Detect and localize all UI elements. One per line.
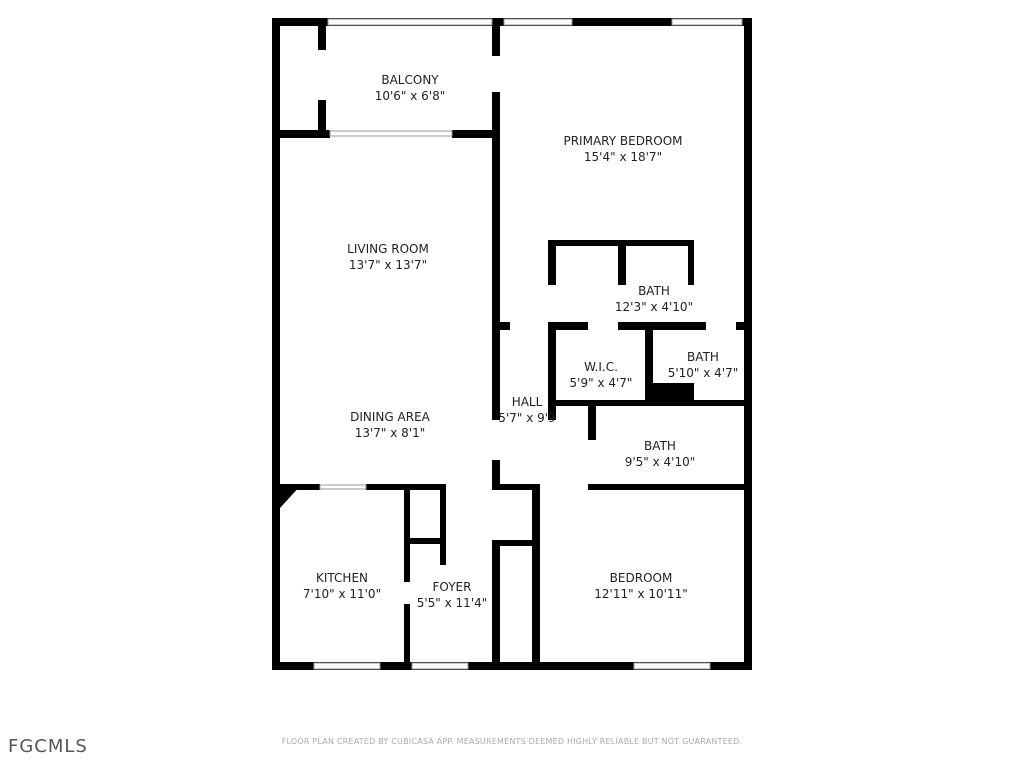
- wall: [452, 130, 500, 138]
- wall: [492, 325, 500, 420]
- room-name: BATH: [687, 350, 719, 364]
- room-name: W.I.C.: [584, 360, 618, 374]
- room-dims: 13'7" x 13'7": [348, 258, 428, 272]
- wall: [588, 484, 744, 490]
- wall: [272, 662, 752, 670]
- wall: [548, 322, 588, 330]
- wall: [492, 540, 500, 662]
- window: [319, 484, 367, 490]
- wall: [500, 322, 510, 330]
- room-dims: 5'10" x 4'7": [667, 366, 739, 380]
- wall: [366, 484, 446, 490]
- room-dims: 13'7" x 8'1": [354, 426, 426, 440]
- room-dims: 15'4" x 18'7": [583, 150, 663, 164]
- room-living-room: LIVING ROOM 13'7" x 13'7": [347, 241, 429, 273]
- wall: [688, 240, 694, 285]
- wall: [618, 240, 626, 285]
- wall: [498, 540, 538, 546]
- wall: [548, 240, 556, 285]
- window: [671, 18, 743, 26]
- room-bath-hall: BATH 9'5" x 4'10": [625, 438, 696, 470]
- kitchen-corner-wall: [280, 484, 302, 508]
- wall: [280, 130, 326, 138]
- wall: [272, 18, 280, 670]
- room-name: BEDROOM: [609, 571, 673, 585]
- wall: [404, 490, 410, 582]
- wall: [318, 26, 326, 50]
- room-primary-bedroom: PRIMARY BEDROOM 15'4" x 18'7": [563, 133, 682, 165]
- room-dims: 12'11" x 10'11": [594, 587, 688, 601]
- room-dims: 7'10" x 11'0": [302, 587, 382, 601]
- room-dims: 5'5" x 11'4": [416, 596, 488, 610]
- room-name: KITCHEN: [316, 571, 368, 585]
- wall: [498, 484, 540, 490]
- wall: [318, 100, 326, 138]
- mls-logo: FGCMLS: [8, 736, 88, 757]
- disclaimer-footer: FLOOR PLAN CREATED BY CUBICASA APP. MEAS…: [281, 737, 743, 746]
- room-name: BATH: [638, 284, 670, 298]
- room-kitchen: KITCHEN 7'10" x 11'0": [303, 570, 381, 602]
- window: [313, 662, 381, 670]
- wall: [404, 604, 410, 662]
- wall: [532, 490, 540, 662]
- wall: [736, 322, 744, 330]
- window: [503, 18, 573, 26]
- room-primary-bath: BATH 12'3" x 4'10": [615, 283, 693, 315]
- room-name: PRIMARY BEDROOM: [563, 134, 683, 148]
- wall: [548, 322, 556, 420]
- wall: [492, 26, 500, 56]
- wall: [492, 92, 500, 138]
- room-dims: 5'9" x 4'7": [569, 376, 633, 390]
- wall: [404, 538, 446, 544]
- wall: [618, 322, 706, 330]
- room-dims: 10'6" x 6'8": [374, 89, 446, 103]
- room-bedroom: BEDROOM 12'11" x 10'11": [594, 570, 687, 602]
- wall: [588, 400, 596, 440]
- wall: [326, 130, 330, 138]
- wall: [440, 490, 446, 565]
- wall: [744, 18, 752, 670]
- wall: [648, 383, 694, 402]
- wall: [492, 138, 500, 325]
- room-name: BATH: [644, 439, 676, 453]
- room-dining-area: DINING AREA 13'7" x 8'1": [350, 409, 430, 441]
- wall: [492, 460, 500, 490]
- room-dims: 9'5" x 4'10": [624, 455, 696, 469]
- room-dims: 12'3" x 4'10": [614, 300, 694, 314]
- room-balcony: BALCONY 10'6" x 6'8": [375, 72, 446, 104]
- window: [411, 662, 469, 670]
- wall: [645, 322, 653, 402]
- window: [633, 662, 711, 670]
- room-name: DINING AREA: [350, 410, 430, 424]
- room-hall: HALL 5'7" x 9'9: [498, 394, 555, 426]
- room-bath-small: BATH 5'10" x 4'7": [668, 349, 739, 381]
- room-name: LIVING ROOM: [347, 242, 429, 256]
- room-name: FOYER: [432, 580, 472, 594]
- room-foyer: FOYER 5'5" x 11'4": [417, 579, 488, 611]
- window: [327, 18, 493, 26]
- wall: [548, 400, 744, 406]
- room-name: HALL: [511, 395, 543, 409]
- room-name: BALCONY: [381, 73, 439, 87]
- room-wic: W.I.C. 5'9" x 4'7": [570, 359, 633, 391]
- window: [329, 130, 453, 137]
- wall: [280, 484, 320, 490]
- room-dims: 5'7" x 9'9: [498, 411, 556, 425]
